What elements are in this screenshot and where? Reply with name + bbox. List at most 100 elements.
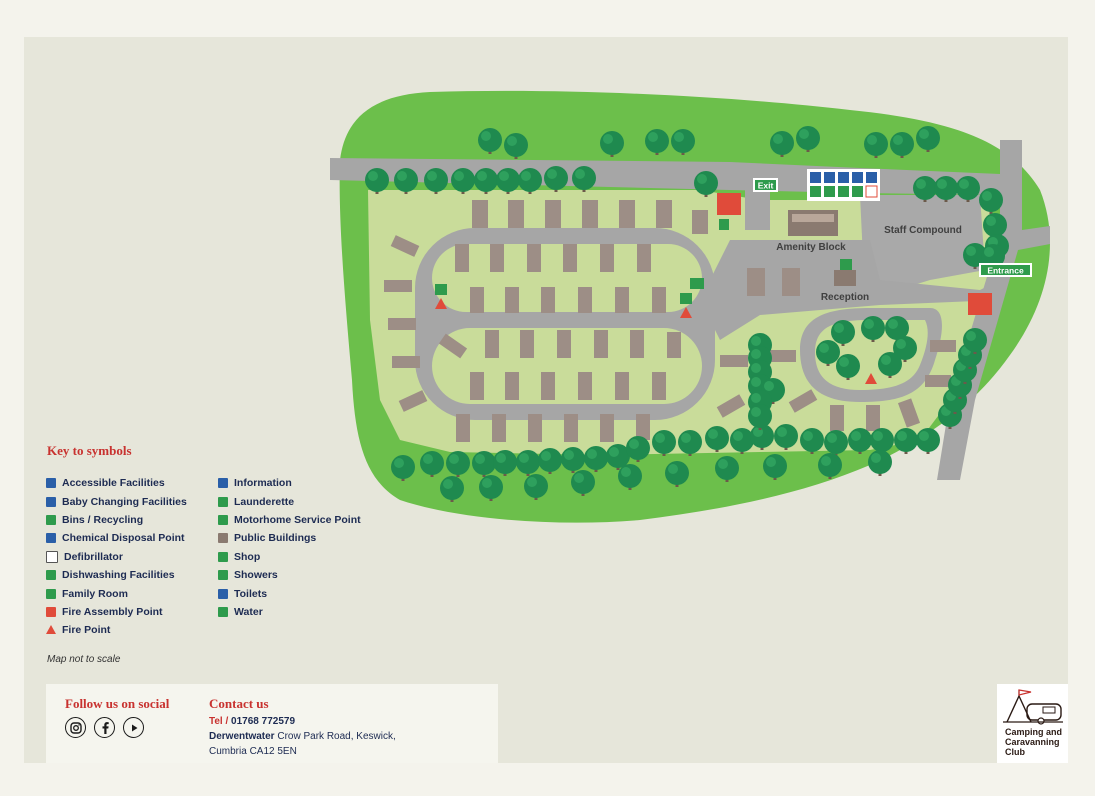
key-item-label: Fire Point bbox=[62, 624, 111, 637]
key-item: Defibrillator bbox=[46, 548, 187, 566]
bin-icon bbox=[46, 514, 56, 525]
tree bbox=[440, 476, 464, 500]
key-item: Information bbox=[218, 474, 361, 492]
tree-highlight bbox=[397, 171, 407, 181]
tree bbox=[496, 168, 520, 192]
tree-highlight bbox=[803, 431, 813, 441]
key-item-label: Showers bbox=[234, 569, 278, 582]
tree-highlight bbox=[827, 433, 837, 443]
site-name: Derwentwater bbox=[209, 731, 275, 742]
tree-highlight bbox=[839, 357, 849, 367]
tree-highlight bbox=[621, 467, 631, 477]
tree-highlight bbox=[681, 433, 691, 443]
facebook-icon[interactable] bbox=[94, 717, 115, 738]
tree-highlight bbox=[527, 477, 537, 487]
tree bbox=[848, 428, 872, 452]
tree bbox=[394, 168, 418, 192]
water-icon bbox=[435, 284, 447, 295]
tree-highlight bbox=[986, 216, 996, 226]
tree-highlight bbox=[867, 135, 877, 145]
tree-highlight bbox=[897, 431, 907, 441]
amenity-road bbox=[745, 190, 770, 230]
tree bbox=[652, 430, 676, 454]
tree-highlight bbox=[427, 171, 437, 181]
tree-highlight bbox=[574, 473, 584, 483]
tree-highlight bbox=[888, 319, 898, 329]
exit-sign: Exit bbox=[753, 178, 778, 192]
key-item: Accessible Facilities bbox=[46, 474, 187, 492]
tree bbox=[870, 428, 894, 452]
tree-highlight bbox=[519, 453, 529, 463]
tree bbox=[913, 176, 937, 200]
logo-text: Camping and Caravanning Club bbox=[1005, 727, 1063, 757]
tree bbox=[571, 470, 595, 494]
key-item-label: Water bbox=[234, 605, 263, 618]
tree-highlight bbox=[984, 247, 994, 257]
tree bbox=[956, 176, 980, 200]
key-item-label: Public Buildings bbox=[234, 532, 317, 545]
fire-assembly-icon bbox=[717, 193, 741, 215]
tree-highlight bbox=[708, 429, 718, 439]
tree bbox=[524, 474, 548, 498]
tree bbox=[474, 168, 498, 192]
reception-road bbox=[700, 240, 1000, 340]
tree bbox=[626, 436, 650, 460]
tree-highlight bbox=[394, 458, 404, 468]
chemical-disposal-icon bbox=[46, 533, 56, 544]
tree bbox=[665, 461, 689, 485]
tree-highlight bbox=[919, 129, 929, 139]
tree bbox=[472, 451, 496, 475]
tree bbox=[916, 126, 940, 150]
tree-highlight bbox=[521, 171, 531, 181]
tree-highlight bbox=[507, 136, 517, 146]
youtube-icon[interactable] bbox=[123, 717, 144, 738]
key-title: Key to symbols bbox=[47, 443, 132, 458]
shower-icon bbox=[218, 570, 228, 581]
tree bbox=[963, 328, 987, 352]
key-item-label: Fire Assembly Point bbox=[62, 605, 163, 618]
tree bbox=[518, 168, 542, 192]
amenity-icons bbox=[810, 172, 878, 198]
tree bbox=[618, 464, 642, 488]
tree-highlight bbox=[751, 377, 761, 387]
tree-highlight bbox=[982, 191, 992, 201]
fire-point-icon bbox=[46, 625, 56, 635]
key-item-label: Accessible Facilities bbox=[62, 477, 165, 490]
key-item: Shop bbox=[218, 548, 361, 566]
contact-title: Contact us bbox=[209, 696, 269, 711]
tree-highlight bbox=[575, 169, 585, 179]
tree-highlight bbox=[799, 129, 809, 139]
reception-label: Reception bbox=[821, 292, 869, 303]
tree-highlight bbox=[751, 393, 761, 403]
tree-highlight bbox=[966, 246, 976, 256]
tree bbox=[836, 354, 860, 378]
key-item: Launderette bbox=[218, 492, 361, 510]
tree bbox=[715, 456, 739, 480]
shop-icon bbox=[840, 259, 852, 270]
tree-highlight bbox=[916, 179, 926, 189]
tree-highlight bbox=[481, 131, 491, 141]
public-building-icon bbox=[218, 533, 228, 544]
tree bbox=[584, 446, 608, 470]
exit-label: Exit bbox=[758, 181, 774, 191]
key-item-label: Motorhome Service Point bbox=[234, 513, 361, 526]
tree-highlight bbox=[959, 179, 969, 189]
instagram-icon[interactable] bbox=[65, 717, 86, 738]
tree bbox=[479, 475, 503, 499]
tree bbox=[816, 340, 840, 364]
motorhome-service-icon bbox=[690, 278, 704, 289]
key-item: Fire Point bbox=[46, 621, 187, 639]
tree bbox=[705, 426, 729, 450]
tree bbox=[391, 455, 415, 479]
pitches bbox=[384, 200, 956, 442]
tree-highlight bbox=[766, 457, 776, 467]
scale-note: Map not to scale bbox=[47, 654, 121, 665]
tree bbox=[748, 404, 772, 428]
tree bbox=[763, 454, 787, 478]
tree bbox=[424, 168, 448, 192]
tree-highlight bbox=[655, 433, 665, 443]
tel-number[interactable]: 01768 772579 bbox=[231, 716, 296, 727]
tree bbox=[544, 166, 568, 190]
tree-highlight bbox=[587, 449, 597, 459]
